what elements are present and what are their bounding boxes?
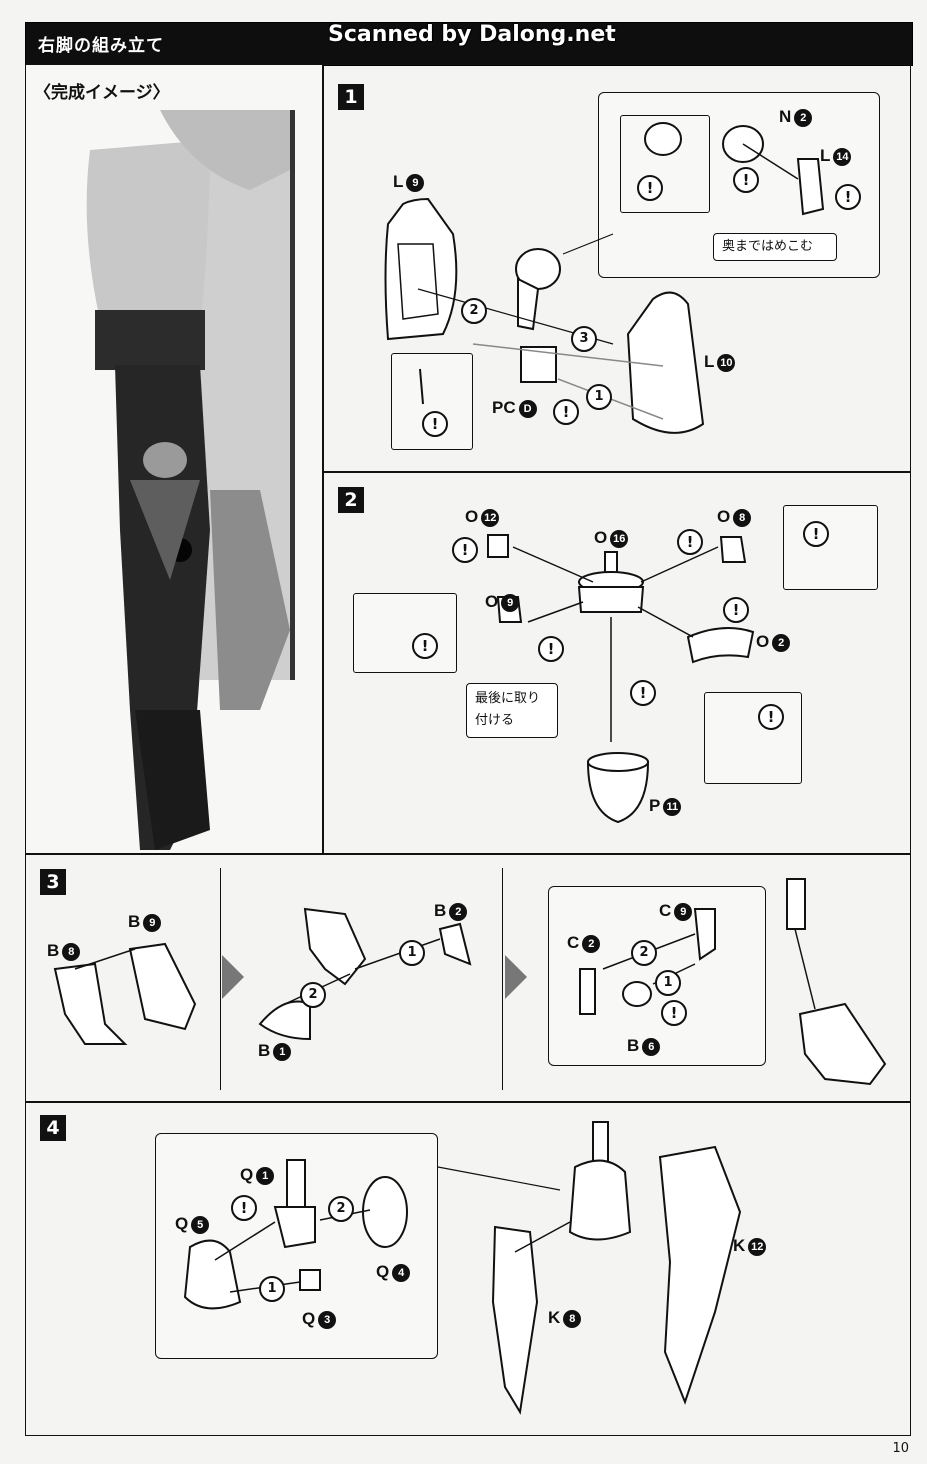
warning-icon: ! (733, 167, 759, 193)
warning-icon: ! (538, 636, 564, 662)
warning-icon: ! (723, 597, 749, 623)
order-marker: 1 (259, 1276, 285, 1302)
step-3-divider (220, 868, 221, 1090)
step-1-note: 奥まではめこむ (713, 233, 837, 261)
order-marker: 1 (655, 970, 681, 996)
order-marker: 2 (631, 940, 657, 966)
step-4-number: 4 (40, 1115, 66, 1141)
step-1-diagram (384, 122, 825, 434)
header-bar (25, 22, 913, 66)
step-4-panel (25, 1102, 911, 1436)
order-marker: 2 (461, 298, 487, 324)
step-2-inset-left (353, 593, 457, 673)
warning-icon: ! (803, 521, 829, 547)
step-2-diagram (487, 534, 755, 824)
order-marker: 1 (399, 940, 425, 966)
page-title: 右脚の組み立て (38, 36, 164, 56)
step-1-number: 1 (338, 84, 364, 110)
step-2-note: 最後に取り付ける (466, 683, 558, 738)
warning-icon: ! (422, 411, 448, 437)
warning-icon: ! (758, 704, 784, 730)
warning-icon: ! (677, 529, 703, 555)
step-2-inset-bottom (704, 692, 802, 784)
warning-icon: ! (412, 633, 438, 659)
warning-icon: ! (661, 1000, 687, 1026)
warning-icon: ! (630, 680, 656, 706)
warning-icon: ! (637, 175, 663, 201)
completed-image-title: 〈完成イメージ〉 (34, 83, 170, 103)
order-marker: 2 (300, 982, 326, 1008)
leg-photo (86, 110, 295, 850)
step-3-divider (502, 868, 503, 1090)
step-3-number: 3 (40, 869, 66, 895)
order-marker: 1 (586, 384, 612, 410)
order-marker: 2 (328, 1196, 354, 1222)
step-2-panel (323, 472, 911, 854)
watermark: Scanned by Dalong.net (328, 22, 616, 47)
page-number: 10 (892, 1441, 909, 1456)
step-2-number: 2 (338, 487, 364, 513)
order-marker: 3 (571, 326, 597, 352)
step-2-inset-right (783, 505, 878, 590)
step-1-panel (323, 64, 911, 472)
step-3-panel (25, 854, 911, 1102)
warning-icon: ! (553, 399, 579, 425)
next-arrow-icon (222, 955, 244, 999)
warning-icon: ! (452, 537, 478, 563)
warning-icon: ! (231, 1195, 257, 1221)
step-3-diagram (53, 878, 887, 1086)
step-4-diagram (183, 1121, 742, 1415)
next-arrow-icon (505, 955, 527, 999)
warning-icon: ! (835, 184, 861, 210)
